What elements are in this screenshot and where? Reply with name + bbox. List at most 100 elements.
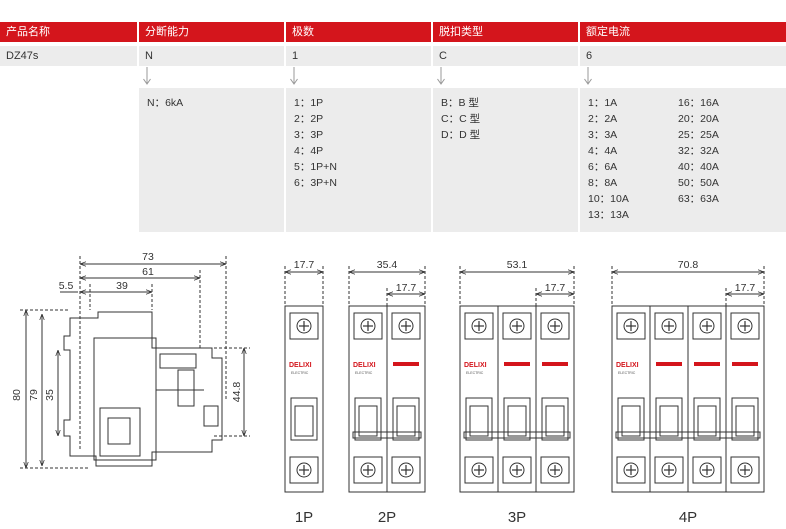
handle <box>659 405 679 437</box>
red-stripe <box>656 362 682 366</box>
terminal-frame <box>654 456 684 484</box>
option-item: N：6kA <box>147 97 184 109</box>
handle-window <box>503 397 531 441</box>
handle-window <box>731 397 759 441</box>
down-arrow-icon <box>289 67 299 87</box>
option-item: 6：6A <box>588 161 618 173</box>
option-item: 4：4P <box>294 145 324 157</box>
handle <box>396 405 416 437</box>
option-item: 1：1P <box>294 97 324 109</box>
terminal-frame <box>730 312 760 340</box>
option-item: 13：13A <box>588 209 629 221</box>
header-poles: 极数 <box>286 22 431 42</box>
pole-label: 1P <box>295 509 313 526</box>
terminal-frame <box>464 456 494 484</box>
handle <box>294 405 314 437</box>
red-stripe <box>504 362 530 366</box>
dim-text: 61 <box>142 266 154 278</box>
terminal-frame <box>540 312 570 340</box>
tie-bar <box>463 431 571 439</box>
terminal-frame <box>502 312 532 340</box>
brand-subtitle: ELECTRIC <box>618 371 636 375</box>
header-product-name: 产品名称 <box>0 22 137 42</box>
option-item: 2：2P <box>294 113 324 125</box>
tie-bar <box>615 431 761 439</box>
handle-window <box>655 397 683 441</box>
red-stripe <box>393 362 419 366</box>
header-breaking-capacity: 分断能力 <box>139 22 284 42</box>
dim-text: 70.8 <box>678 259 699 271</box>
dim-text: 44.8 <box>231 382 243 403</box>
brand-subtitle: ELECTRIC <box>466 371 484 375</box>
handle <box>621 405 641 437</box>
handle <box>469 405 489 437</box>
terminal-frame <box>730 456 760 484</box>
option-item: 1：1A <box>588 97 618 109</box>
terminal-frame <box>353 312 383 340</box>
terminal-frame <box>616 312 646 340</box>
drawing-canvas: 73 61 39 5.5 80 79 35 44.8 17.7DELIXIELE… <box>11 251 765 526</box>
dim-text: 35.4 <box>377 259 398 271</box>
option-item: 25：25A <box>678 129 719 141</box>
terminal-frame <box>502 456 532 484</box>
option-item: 16：16A <box>678 97 719 109</box>
tie-bar <box>352 431 422 439</box>
current-list-2: 16：16A 20：20A 25：25A 32：32A 40：40A 50：50… <box>678 95 719 207</box>
handle-window <box>354 397 382 441</box>
handle-window <box>465 397 493 441</box>
brand-logo: DELIXI <box>616 362 639 369</box>
pole-label: 4P <box>679 509 697 526</box>
terminal-frame <box>391 312 421 340</box>
terminal-frame <box>464 312 494 340</box>
dim-text: 17.7 <box>294 259 315 271</box>
brand-subtitle: ELECTRIC <box>291 371 309 375</box>
down-arrow-icon <box>436 67 446 87</box>
down-arrow-icon <box>142 67 152 87</box>
dim-text: 17.7 <box>396 282 417 294</box>
terminal-frame <box>391 456 421 484</box>
value-poles: 1 <box>286 46 431 66</box>
option-item: 6：3P+N <box>294 177 337 189</box>
value-product-name: DZ47s <box>0 46 137 66</box>
breaker-body <box>459 305 575 493</box>
header-rated-current: 额定电流 <box>580 22 786 42</box>
terminal-frame <box>692 456 722 484</box>
option-item: 32：32A <box>678 145 719 157</box>
current-list-1: 1：1A 2：2A 3：3A 4：4A 6：6A 8：8A 10：10A 13：… <box>588 95 629 223</box>
option-item: 20：20A <box>678 113 719 125</box>
handle <box>358 405 378 437</box>
pole-options: 1：1P 2：2P 3：3P 4：4P 5：1P+N 6：3P+N <box>286 88 431 232</box>
option-item: B：B 型 <box>441 97 479 109</box>
handle-window <box>392 397 420 441</box>
handle <box>507 405 527 437</box>
spec-table: 产品名称 分断能力 极数 脱扣类型 额定电流 DZ47s N 1 C 6 N：6… <box>0 0 786 232</box>
option-item: 40：40A <box>678 161 719 173</box>
terminal-frame <box>540 456 570 484</box>
dim-text: 5.5 <box>59 280 74 292</box>
dim-text: 80 <box>11 389 23 401</box>
handle-window <box>693 397 721 441</box>
terminal-frame <box>353 456 383 484</box>
dim-text: 17.7 <box>545 282 566 294</box>
option-item: 4：4A <box>588 145 618 157</box>
terminal-frame <box>289 456 319 484</box>
dim-text: 79 <box>28 389 40 401</box>
pole-label: 2P <box>378 509 396 526</box>
option-item: 3：3P <box>294 129 324 141</box>
side-view <box>20 256 250 469</box>
value-breaking-capacity: N <box>139 46 284 66</box>
value-rated-current: 6 <box>580 46 786 66</box>
option-item: 2：2A <box>588 113 618 125</box>
dim-text: 53.1 <box>507 259 528 271</box>
terminal-frame <box>692 312 722 340</box>
trip-options: B：B 型 C：C 型 D：D 型 <box>433 88 578 232</box>
brand-logo: DELIXI <box>289 362 312 369</box>
current-options: 1：1A 2：2A 3：3A 4：4A 6：6A 8：8A 10：10A 13：… <box>580 88 786 232</box>
brand-logo: DELIXI <box>353 362 376 369</box>
option-item: 50：50A <box>678 177 719 189</box>
